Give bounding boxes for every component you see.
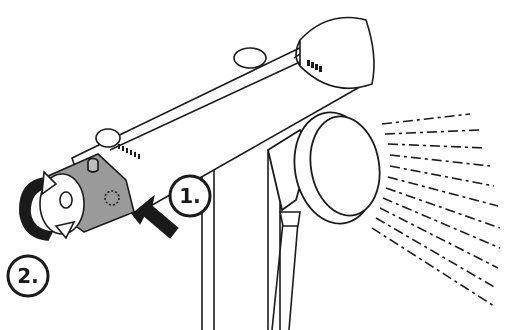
step-2-badge: 2. <box>8 256 48 296</box>
step-1-label: 1. <box>179 184 201 208</box>
wall-pipes <box>198 146 280 330</box>
shower-hose <box>272 212 300 330</box>
step-1-badge: 1. <box>170 176 210 216</box>
water-spray <box>372 114 500 306</box>
step-2-label: 2. <box>17 264 39 288</box>
